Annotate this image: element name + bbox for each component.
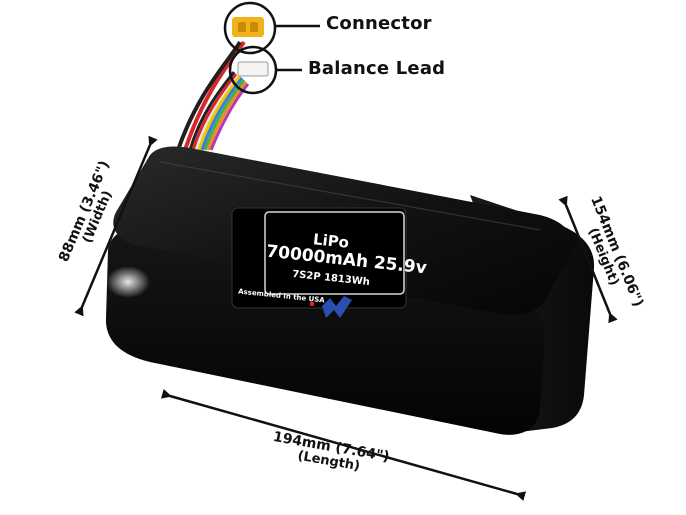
product-label — [231, 207, 407, 318]
balance-plug — [237, 61, 269, 77]
wires — [176, 40, 250, 151]
connector-circle — [223, 1, 277, 55]
connector-callout — [223, 1, 320, 55]
dimension-arrows — [74, 135, 618, 501]
length-arrow — [160, 389, 527, 501]
balance-lead-label: Balance Lead — [308, 58, 446, 79]
balance-lead-callout — [228, 45, 302, 95]
xt-connector — [232, 17, 264, 37]
height-arrow — [558, 195, 618, 324]
gloss-highlight — [106, 266, 150, 298]
width-arrow — [74, 135, 158, 317]
balance-lead-circle — [228, 45, 278, 95]
brand-logo — [322, 296, 352, 318]
connector-label: Connector — [326, 13, 432, 34]
label-frame — [264, 211, 405, 295]
